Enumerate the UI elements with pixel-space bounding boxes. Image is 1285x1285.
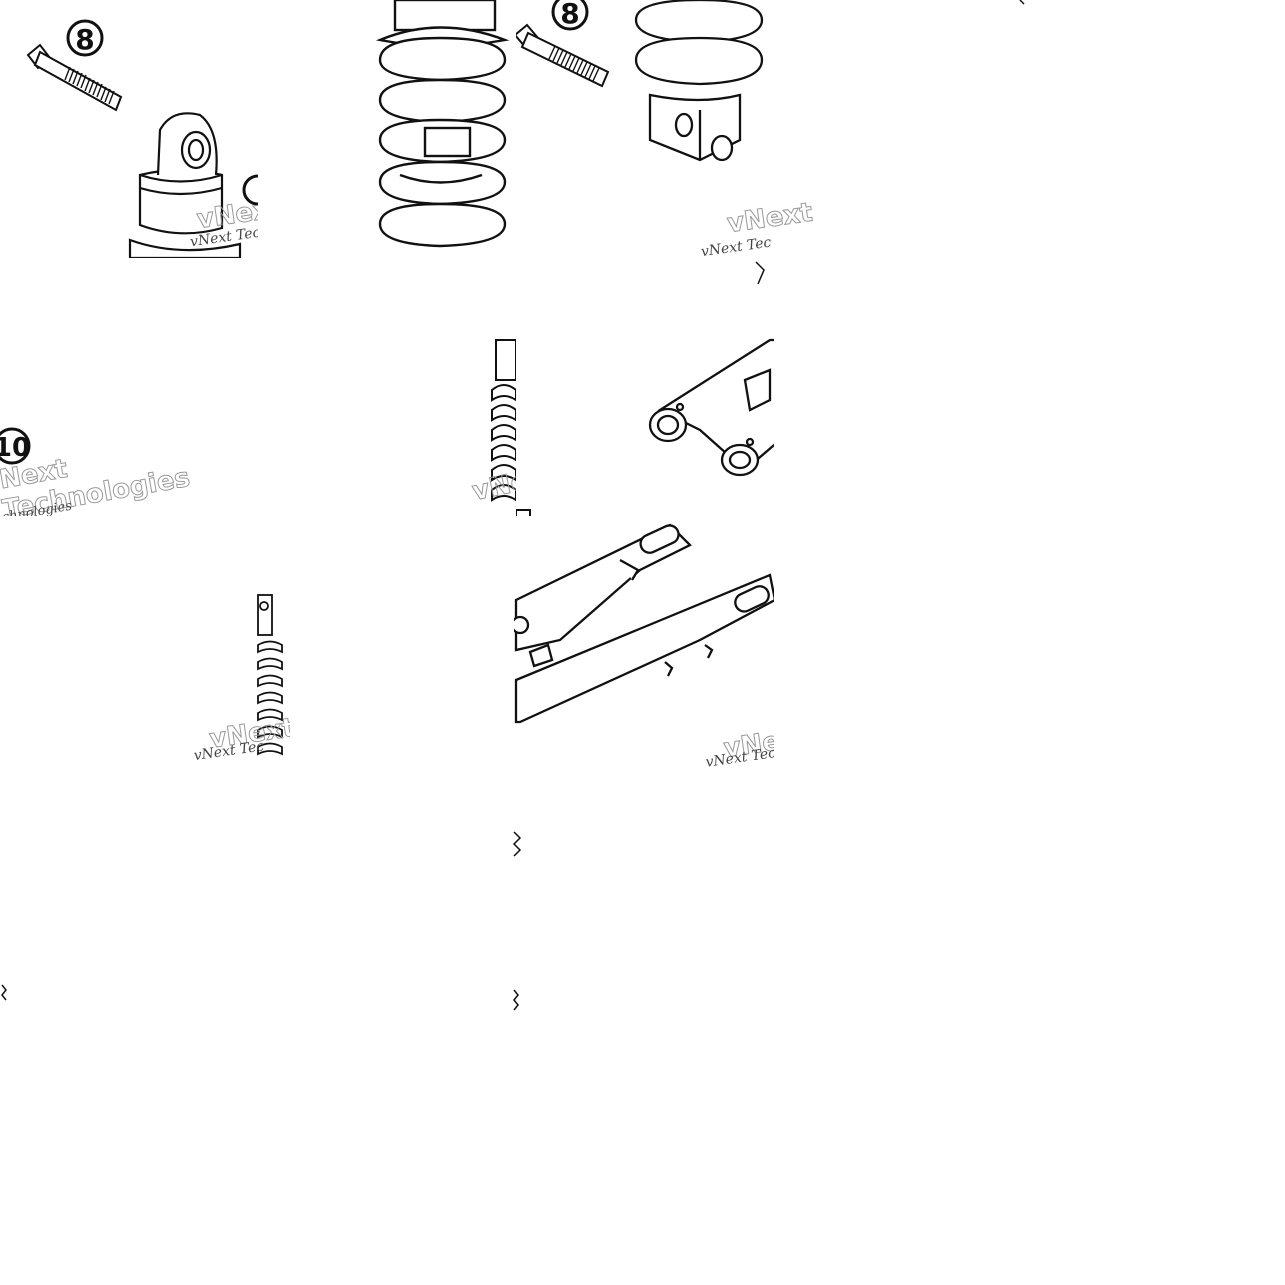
callout-number: 8 (75, 23, 94, 56)
shock-slim (257, 594, 283, 756)
shock-top-eye (128, 112, 242, 258)
callout-number: 10 (0, 433, 30, 463)
watermark-text: vNext Tec (193, 738, 265, 764)
watermark-d2: vNext Technologies (424, 460, 632, 563)
linkage-arm (648, 338, 774, 477)
tile-e (516, 338, 774, 516)
tile-f: vNext vNext Tec (193, 594, 290, 765)
fragment-marks (1, 0, 1025, 1011)
tile-b (375, 0, 510, 248)
callout-8-top-left: 8 (66, 19, 104, 57)
callout-partial-right (242, 174, 258, 206)
tile-d: 10 vNext Technologies chnologies vNext T… (0, 339, 632, 563)
callout-10: 10 (0, 427, 31, 465)
bolt-8-middle (516, 23, 610, 88)
watermark-text: vNext Tec (705, 745, 777, 771)
swingarm (514, 523, 774, 724)
tile-c: 8 vNext vNext Tec (516, 0, 815, 261)
watermark-brand: vNext (725, 198, 814, 240)
watermark-text: vNext Tec (700, 235, 772, 261)
callout-8-top-middle: 8 (551, 0, 589, 31)
tile-a: 8 vNext vN (26, 19, 258, 258)
watermark-g: vNext vNext Tec (705, 722, 777, 771)
bolt-8-left (26, 43, 123, 112)
callout-number: 8 (560, 0, 579, 30)
spring-large (375, 0, 510, 248)
shock-slim-partial (491, 339, 516, 502)
watermark-f: vNext vNext Tec (193, 713, 290, 765)
tile-g: vNext vNext Tec (514, 523, 777, 771)
shock-lower-eye (634, 0, 764, 162)
watermark-c: vNext vNext Tec (700, 197, 815, 261)
watermark-brand: Technologies (425, 488, 632, 563)
